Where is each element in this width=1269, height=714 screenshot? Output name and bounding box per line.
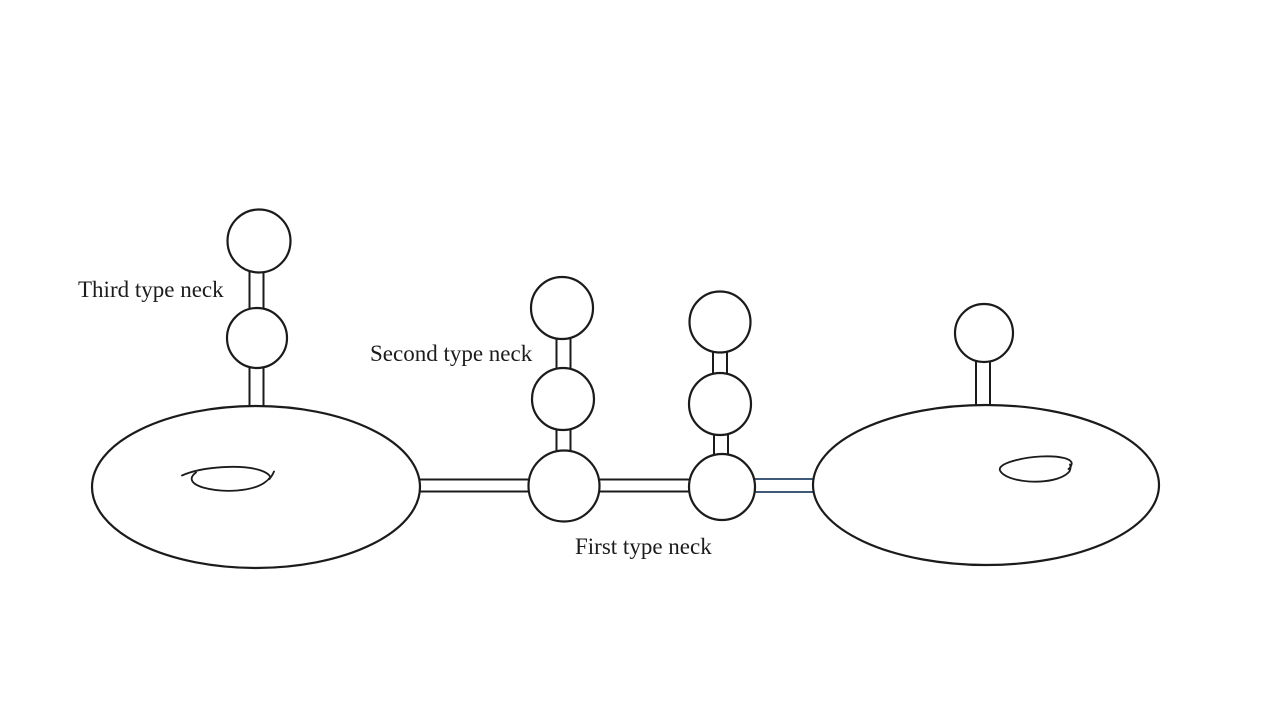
right-chain-sphere [953, 302, 1015, 364]
middle-chain-1-bottom-sphere [527, 449, 601, 523]
left-chain-top-sphere [226, 208, 292, 274]
third-type-neck-label: Third type neck [78, 277, 224, 302]
left-chain-lower-neck [248, 367, 265, 408]
first-type-neck-left-segment [418, 478, 529, 493]
first-type-neck-middle-segment [597, 478, 690, 493]
right-torus-hole [998, 455, 1073, 483]
second-type-neck-label: Second type neck [370, 341, 533, 366]
first-type-neck-label: First type neck [575, 534, 712, 559]
first-type-neck-highlighted-segment [754, 478, 814, 493]
middle-chain-2-upper-neck [712, 350, 728, 377]
torus-hole-bottom-arc [190, 471, 270, 492]
left-torus-hole [181, 465, 275, 492]
middle-chain-1-top-sphere [529, 275, 595, 341]
right-torus [811, 403, 1161, 567]
right-chain-neck [975, 360, 991, 407]
middle-chain-2-top-sphere [688, 290, 752, 354]
middle-chain-1-lower-neck [555, 428, 572, 454]
left-chain-lower-sphere [225, 306, 289, 370]
middle-chain-2-middle-sphere [687, 371, 753, 437]
middle-chain-2-bottom-sphere [687, 452, 757, 522]
middle-chain-1-middle-sphere [530, 366, 596, 432]
torus-hole-top-arc [181, 465, 275, 481]
third-type-neck [248, 269, 265, 311]
torus-hole-bottom-arc [998, 460, 1072, 483]
second-type-neck [555, 336, 572, 371]
